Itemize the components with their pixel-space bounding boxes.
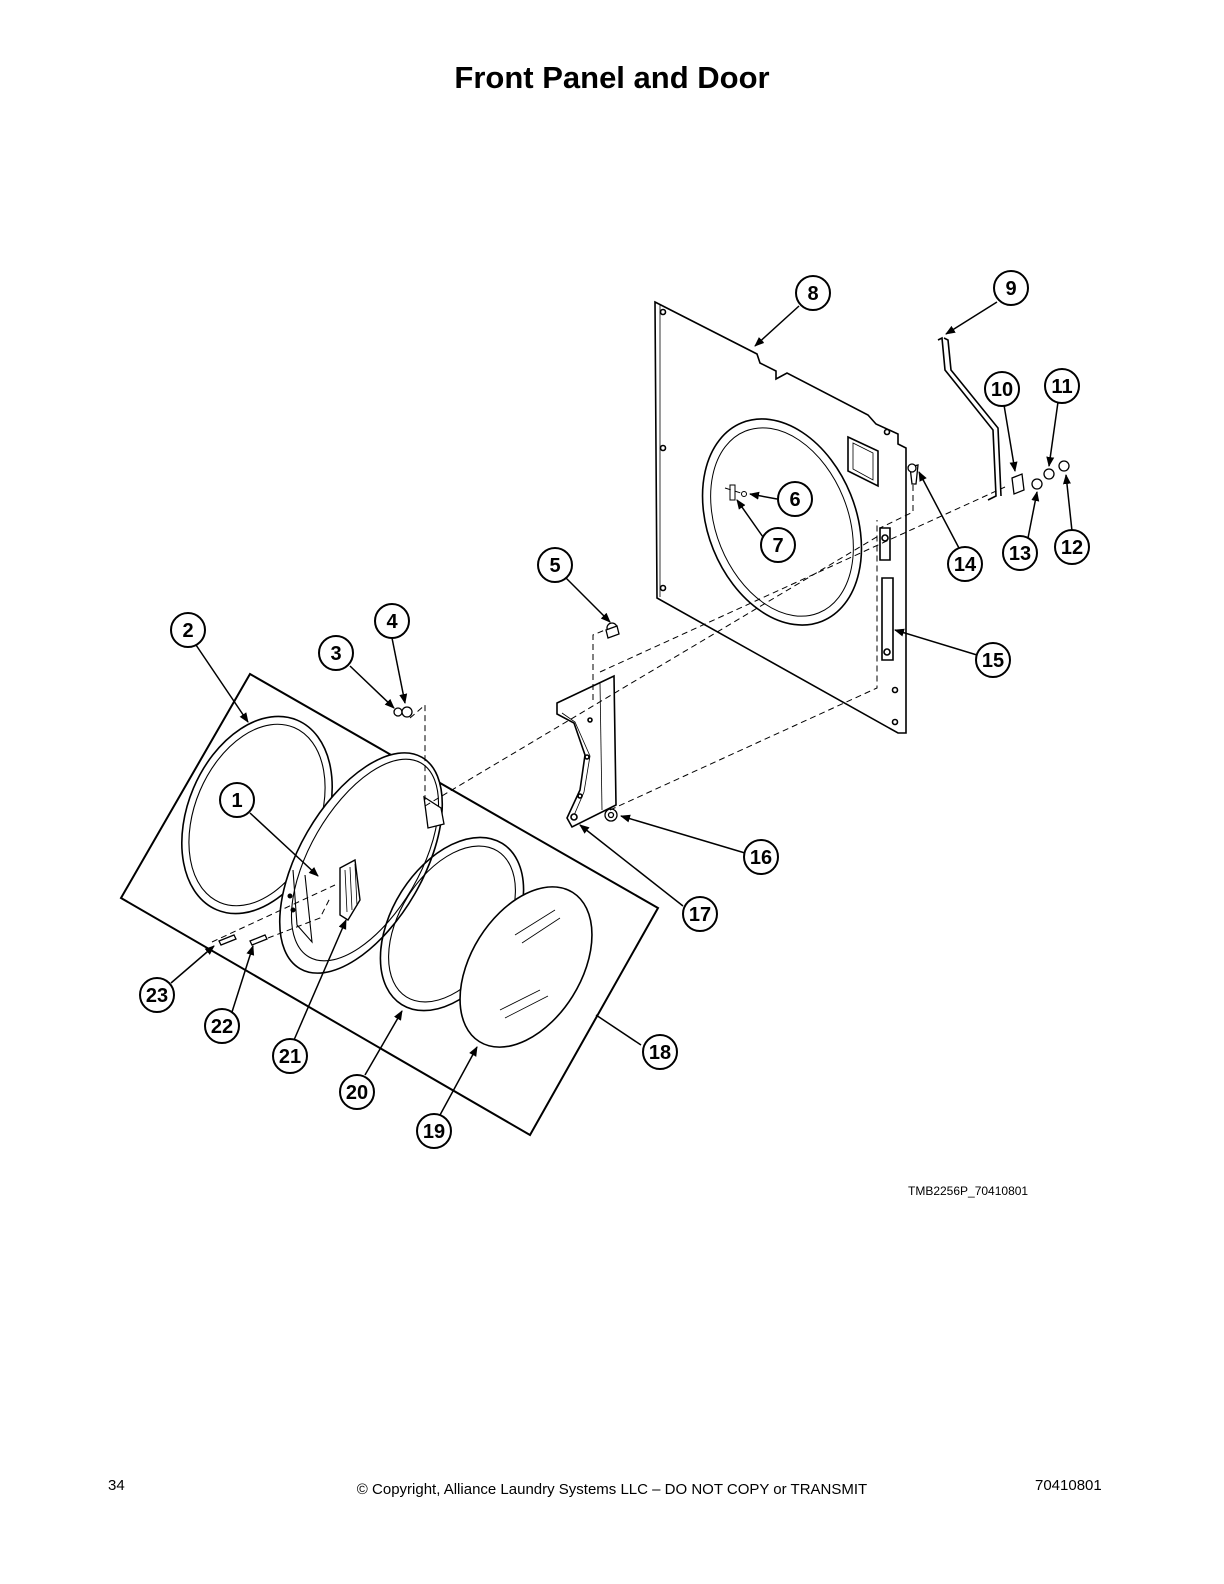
callout-17-circle — [682, 896, 718, 932]
callout-20-label: 20 — [346, 1082, 368, 1104]
callout-19-circle — [416, 1113, 452, 1149]
callout-19-label: 19 — [423, 1121, 445, 1143]
callout-6-label: 6 — [789, 489, 800, 511]
hardware-small — [218, 460, 1070, 946]
callout-21-circle — [272, 1038, 308, 1074]
callout-13-label: 13 — [1009, 543, 1031, 565]
callout-12-circle — [1054, 529, 1090, 565]
callout-5-label: 5 — [549, 555, 560, 577]
callout-8-label: 8 — [807, 283, 818, 305]
callout-17-label: 17 — [689, 904, 711, 926]
callout-12-label: 12 — [1061, 537, 1083, 559]
callout-21-label: 21 — [279, 1046, 301, 1068]
callout-2-circle — [170, 612, 206, 648]
callout-16-circle — [743, 839, 779, 875]
callout-5-circle — [537, 547, 573, 583]
callout-7-label: 7 — [772, 535, 783, 557]
callout-1-label: 1 — [231, 790, 242, 812]
alignment-lines — [211, 485, 1006, 943]
drawing-id: TMB2256P_70410801 — [908, 1184, 1029, 1198]
callout-9-label: 9 — [1005, 278, 1016, 300]
callout-18-circle — [642, 1034, 678, 1070]
callout-15-circle — [975, 642, 1011, 678]
door-rod — [937, 336, 1002, 501]
callout-23-circle — [139, 977, 175, 1013]
callout-11-label: 11 — [1051, 376, 1072, 398]
page-title: Front Panel and Door — [454, 60, 770, 95]
callout-10-label: 10 — [991, 379, 1013, 401]
callout-7-circle — [760, 527, 796, 563]
callout-8-circle — [795, 275, 831, 311]
page-number: 34 — [108, 1477, 125, 1494]
callout-16-label: 16 — [750, 847, 772, 869]
callout-20-circle — [339, 1074, 375, 1110]
callout-15-label: 15 — [982, 650, 1004, 672]
callout-3-circle — [318, 635, 354, 671]
callout-3-label: 3 — [330, 643, 341, 665]
callout-9-circle — [993, 270, 1029, 306]
front-panel — [654, 300, 907, 734]
callout-18-label: 18 — [649, 1042, 671, 1064]
callout-22-label: 22 — [211, 1016, 233, 1038]
callout-11-circle — [1044, 368, 1080, 404]
callout-1-circle — [219, 782, 255, 818]
callout-4-circle — [374, 603, 410, 639]
callout-4-label: 4 — [386, 611, 398, 633]
callout-10-circle — [984, 371, 1020, 407]
callout-6-circle — [777, 481, 813, 517]
callout-22-circle — [204, 1008, 240, 1044]
copyright-notice: © Copyright, Alliance Laundry Systems LL… — [356, 1481, 868, 1498]
document-number: 70410801 — [1035, 1477, 1102, 1494]
callout-14-label: 14 — [954, 554, 977, 576]
door-assembly-frame — [119, 672, 660, 1137]
leader-lines — [170, 301, 1073, 1116]
callout-23-label: 23 — [146, 985, 168, 1007]
callout-13-circle — [1002, 535, 1038, 571]
callout-14-circle — [947, 546, 983, 582]
hinge-bracket — [556, 674, 617, 829]
callout-2-label: 2 — [182, 620, 193, 642]
